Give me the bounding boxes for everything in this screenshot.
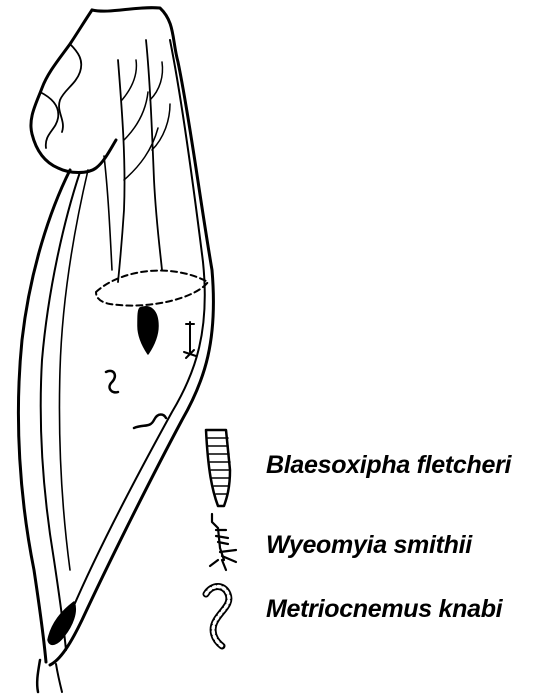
midge-larva-icon [206, 587, 229, 647]
stem-base [37, 660, 40, 692]
vein-right-branch [150, 62, 163, 100]
pitcher-outer-wall [50, 8, 213, 665]
legend-label-wyeomyia: Wyeomyia smithii [266, 531, 472, 560]
metriocnemus-in-pitcher-1 [106, 371, 118, 392]
vein-main [118, 60, 125, 282]
vein-branch-1 [122, 60, 136, 100]
hood-wave [59, 44, 81, 132]
vein-left [104, 156, 112, 270]
stem-base-2 [56, 664, 62, 692]
mosquito-larva-icon [210, 514, 236, 570]
vein-branch-2 [124, 92, 148, 140]
wyeomyia-in-pitcher-1 [184, 322, 196, 358]
metriocnemus-in-pitcher-2 [134, 415, 166, 429]
legend-label-blaesoxipha: Blaesoxipha fletcheri [266, 451, 511, 480]
fluid-level-line [96, 271, 208, 306]
legend-label-metriocnemus: Metriocnemus knabi [266, 595, 502, 624]
pitcher-tube-left [18, 170, 70, 662]
hood-fold [40, 92, 58, 148]
larva-icon [206, 430, 230, 506]
vein-right-branch-2 [152, 104, 170, 150]
pitcher-wing-1 [41, 172, 80, 650]
pitcher-hood [31, 10, 116, 173]
vein-right [146, 40, 162, 270]
blaesoxipha-in-pitcher [138, 307, 158, 354]
